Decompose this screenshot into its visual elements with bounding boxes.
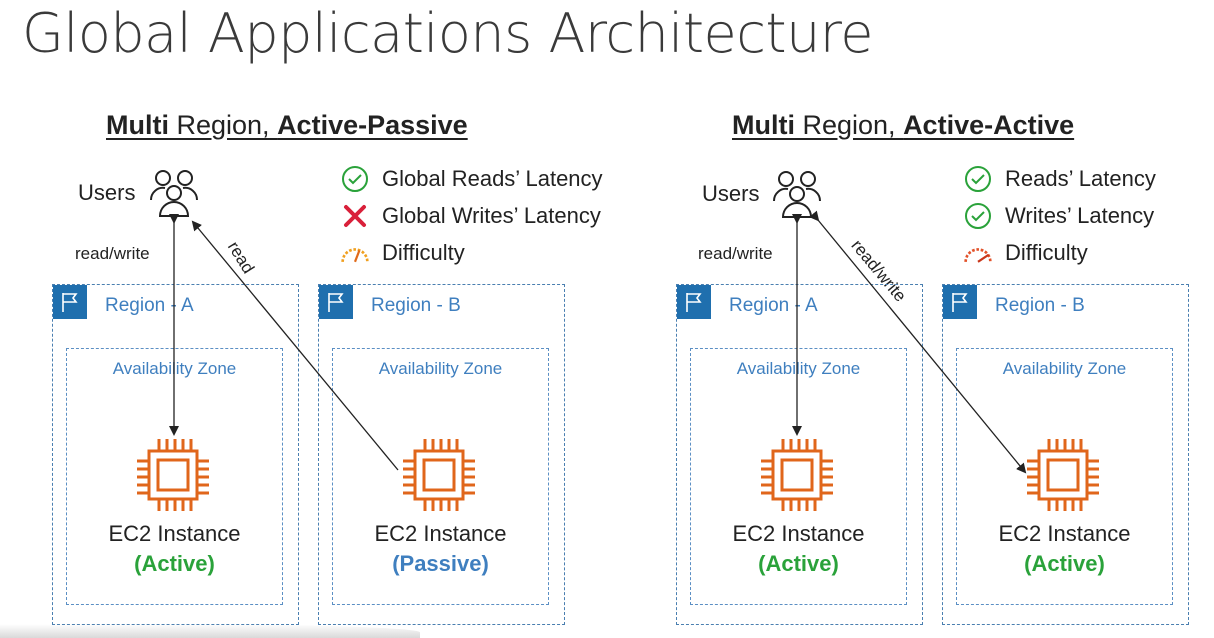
right-heading-mode: Active-Active (903, 110, 1075, 140)
check-circle-icon (963, 201, 993, 231)
left-region-b: Region - B Availability Zone EC2 Instanc… (318, 284, 565, 625)
flag-icon (677, 285, 711, 319)
check-circle-icon (340, 164, 370, 194)
left-ec2-b-label: EC2 Instance (374, 521, 507, 546)
left-feature-3-text: Difficulty (382, 240, 465, 265)
check-circle-icon (963, 164, 993, 194)
left-feature-1: Global Reads’ Latency (340, 164, 603, 194)
left-feature-1-text: Global Reads’ Latency (382, 166, 603, 191)
left-heading-mode: Active-Passive (277, 110, 468, 140)
left-heading-region: Region, (168, 110, 278, 140)
left-az-a-label: Availability Zone (112, 359, 237, 378)
right-heading: Multi Region, Active-Active (732, 110, 1074, 141)
gauge-medium-icon (340, 238, 370, 268)
ec2-chip-icon (1025, 437, 1101, 518)
left-ec2-b-state: (Passive) (392, 551, 489, 576)
left-az-b-label: Availability Zone (378, 359, 503, 378)
right-region-a: Region - A Availability Zone EC2 Instanc… (676, 284, 923, 625)
page-title: Global Applications Architecture (22, 2, 874, 65)
right-region-b: Region - B Availability Zone EC2 Instanc… (942, 284, 1189, 625)
right-feature-3: Difficulty (963, 238, 1088, 268)
left-az-b: Availability Zone EC2 Instance (Passive) (332, 348, 549, 605)
right-heading-region: Region, (794, 110, 904, 140)
right-region-a-label: Region - A (729, 295, 818, 316)
right-ec2-a-label: EC2 Instance (732, 521, 865, 546)
right-users-icon (771, 167, 823, 224)
left-region-a: Region - A Availability Zone EC2 Instanc… (52, 284, 299, 625)
red-x-icon (340, 201, 370, 231)
slide-shadow (0, 624, 420, 638)
left-diag-label: read (223, 238, 259, 277)
right-feature-1-text: Reads’ Latency (1005, 166, 1156, 191)
right-feature-2: Writes’ Latency (963, 201, 1154, 231)
right-users-label: Users (702, 181, 760, 206)
right-ec2-b-label: EC2 Instance (998, 521, 1131, 546)
right-az-a-label: Availability Zone (736, 359, 861, 378)
right-heading-multi: Multi (732, 110, 795, 140)
right-region-b-label: Region - B (995, 295, 1085, 316)
left-feature-2-text: Global Writes’ Latency (382, 203, 601, 228)
right-feature-3-text: Difficulty (1005, 240, 1088, 265)
left-region-a-label: Region - A (105, 295, 194, 316)
right-az-a: Availability Zone EC2 Instance (Active) (690, 348, 907, 605)
left-feature-3: Difficulty (340, 238, 465, 268)
left-rw-label: read/write (75, 244, 150, 263)
right-feature-2-text: Writes’ Latency (1005, 203, 1155, 228)
left-az-a: Availability Zone EC2 Instance (Active) (66, 348, 283, 605)
flag-icon (319, 285, 353, 319)
ec2-chip-icon (759, 437, 835, 518)
flag-icon (943, 285, 977, 319)
gauge-high-icon (963, 238, 993, 268)
left-heading-multi: Multi (106, 110, 169, 140)
left-users-label: Users (78, 180, 136, 205)
left-heading: Multi Region, Active-Passive (106, 110, 468, 141)
ec2-chip-icon (401, 437, 477, 518)
right-az-b-label: Availability Zone (1002, 359, 1127, 378)
left-feature-2: Global Writes’ Latency (340, 201, 601, 231)
left-users-icon (148, 166, 200, 223)
ec2-chip-icon (135, 437, 211, 518)
right-az-b: Availability Zone EC2 Instance (Active) (956, 348, 1173, 605)
right-feature-1: Reads’ Latency (963, 164, 1156, 194)
flag-icon (53, 285, 87, 319)
right-ec2-b-state: (Active) (1024, 551, 1105, 576)
left-ec2-a-label: EC2 Instance (108, 521, 241, 546)
right-ec2-a-state: (Active) (758, 551, 839, 576)
left-region-b-label: Region - B (371, 295, 461, 316)
left-ec2-a-state: (Active) (134, 551, 215, 576)
right-rw-label: read/write (698, 244, 773, 263)
